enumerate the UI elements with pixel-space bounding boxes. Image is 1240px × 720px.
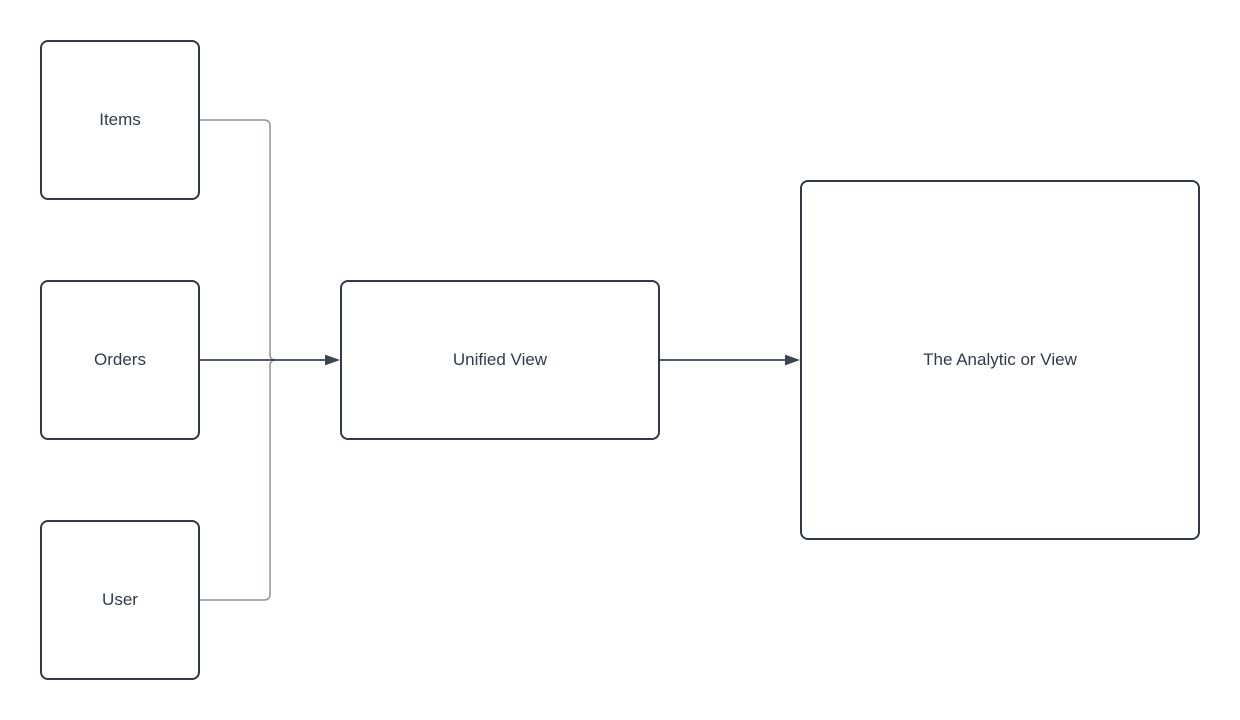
node-analytic-or-view[interactable]: The Analytic or View: [800, 180, 1200, 540]
node-items[interactable]: Items: [40, 40, 200, 200]
edge-user-unified[interactable]: [200, 359, 277, 601]
arrowhead-analytic: [785, 354, 800, 366]
edge-items-unified[interactable]: [200, 119, 277, 361]
node-user[interactable]: User: [40, 520, 200, 680]
node-unified-view-label: Unified View: [452, 349, 548, 369]
node-analytic-or-view-label: The Analytic or View: [923, 349, 1077, 369]
arrowhead-unified: [325, 354, 340, 366]
node-orders[interactable]: Orders: [40, 280, 200, 440]
node-unified-view[interactable]: Unified View: [340, 280, 660, 440]
node-orders-label: Orders: [94, 349, 146, 369]
node-user-label: User: [102, 589, 138, 609]
node-items-label: Items: [99, 109, 141, 129]
